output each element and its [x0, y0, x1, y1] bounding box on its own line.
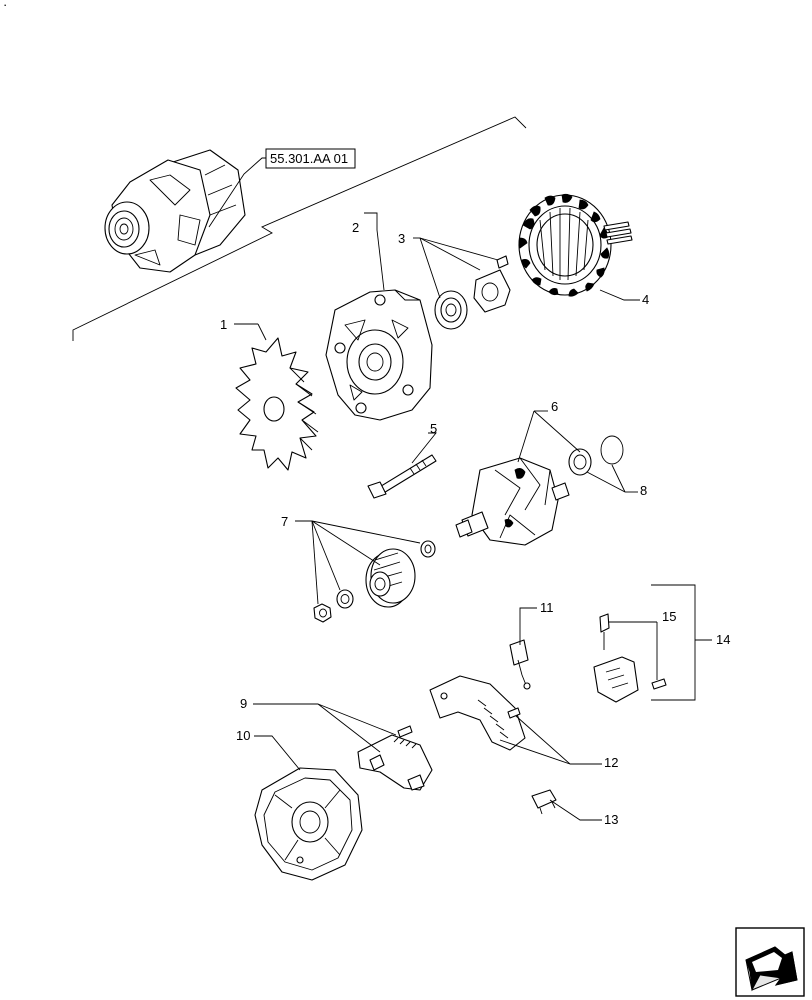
part-5-bolt: 5 — [367, 421, 437, 499]
callout-7: 7 — [281, 514, 288, 529]
part-13-clip: 13 — [531, 789, 618, 827]
part-14-regulator: 15 14 — [593, 584, 730, 703]
callout-2: 2 — [352, 220, 359, 235]
part-12-brush-holder-plate: 12 — [429, 675, 618, 770]
part-7-pulley-nut-washers: 7 — [281, 514, 436, 623]
part-8-o-ring: 8 — [586, 435, 647, 498]
callout-6: 6 — [551, 399, 558, 414]
part-6-rotor-bearing: 6 — [455, 399, 592, 546]
next-page-arrow-icon[interactable] — [735, 927, 805, 997]
callout-1: 1 — [220, 317, 227, 332]
part-11-terminal: 11 — [509, 600, 554, 690]
callout-5: 5 — [430, 421, 437, 436]
reference-box — [265, 148, 356, 169]
alternator-assembly-reference: 55.301.AA 01 — [72, 116, 527, 341]
callout-14: 14 — [716, 632, 730, 647]
alternator-assembly-drawing — [104, 149, 246, 273]
part-4-stator: 4 — [518, 193, 649, 307]
callout-3: 3 — [398, 231, 405, 246]
callout-4: 4 — [642, 292, 649, 307]
callout-15: 15 — [662, 609, 676, 624]
corner-mark: · — [3, 0, 7, 12]
callout-10: 10 — [236, 728, 250, 743]
part-2-front-housing: 2 — [325, 212, 433, 421]
callout-9: 9 — [240, 696, 247, 711]
part-10-rear-cover: 10 — [236, 728, 363, 881]
reference-label[interactable]: 55.301.AA 01 — [270, 151, 348, 166]
part-1-fan: 1 — [220, 317, 319, 471]
callout-11: 11 — [540, 600, 554, 615]
part-3-bearing-plate-screw: 3 — [398, 231, 511, 330]
part-9-rectifier: 9 — [240, 696, 433, 791]
callout-13: 13 — [604, 812, 618, 827]
callout-12: 12 — [604, 755, 618, 770]
callout-8: 8 — [640, 483, 647, 498]
